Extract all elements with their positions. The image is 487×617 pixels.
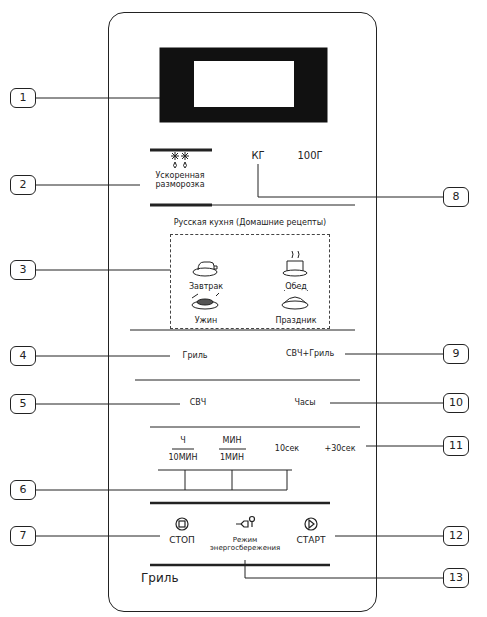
callout-box: 6 [10,480,36,500]
callout-box: 5 [10,394,36,414]
button-label: СВЧ [190,399,207,408]
display-window [193,60,295,108]
callout-number: 8 [453,191,460,203]
callout-number: 1 [20,92,27,104]
separator [130,330,355,331]
callout-number: 12 [449,530,463,542]
breakfast-icon [193,262,217,276]
callout-number: 2 [20,179,27,191]
control-panel: ГрильРусская кухня (Домашние рецепты)Зав… [108,12,377,612]
button-label: Завтрак [189,283,223,292]
button-label: Праздник [275,317,316,326]
callout-box: 4 [10,346,36,366]
button-label: СТАРТ [297,536,326,546]
button-label: Режим энергосбережения [210,537,280,552]
separator [150,502,330,505]
callout-box: 1 [10,88,36,108]
button-label: Обед [285,283,307,292]
separator [212,205,355,206]
callout-number: 5 [20,398,27,410]
separator [150,204,212,207]
callout-number: 3 [20,264,27,276]
separator [150,427,360,428]
callout-box: 10 [443,393,469,413]
callout-number: 9 [453,348,460,360]
bracket [158,470,292,471]
button-label: КГ [251,150,264,161]
callout-box: 3 [10,260,36,280]
stop-icon [176,518,188,530]
eco-icon [236,517,255,528]
callout-number: 6 [20,484,27,496]
button-label: Гриль [183,352,208,361]
start-icon [305,518,317,530]
button-label: 1МИН [220,454,244,463]
button-label: Ч [180,437,185,446]
button-label: Ужин [195,317,218,326]
model-name: Гриль [141,572,178,585]
separator [135,380,360,381]
callout-box: 8 [443,187,469,207]
callout-box: 7 [10,526,36,546]
button-label: Часы [294,399,315,408]
callout-box: 2 [10,175,36,195]
bracket [185,470,186,490]
button-label: СТОП [169,536,195,546]
defrost-icon [171,152,189,168]
bracket [232,470,233,490]
callout-box: 12 [443,526,469,546]
button-label: +30сек [324,445,355,454]
group-heading: Русская кухня (Домашние рецепты) [174,219,326,228]
callout-box: 13 [443,568,469,588]
callout-number: 13 [449,572,463,584]
callout-number: 10 [449,397,463,409]
button-label: 10МИН [168,454,197,463]
recipe-group: Русская кухня (Домашние рецепты)ЗавтракО… [170,234,330,329]
separator [150,564,330,567]
callout-number: 11 [449,440,463,452]
bracket [287,470,288,490]
callout-number: 4 [20,350,27,362]
button-label: СВЧ+Гриль [286,350,334,359]
button-label: Ускоренная разморозка [144,172,216,190]
separator [150,149,212,152]
display [160,48,327,122]
leader-lines [36,98,444,578]
fraction-bar [219,449,246,450]
button-label: 100Г [297,150,322,161]
callout-box: 9 [443,344,469,364]
callout-box: 11 [443,436,469,456]
fraction-bar [172,449,194,450]
button-label: 10сек [275,445,299,454]
callout-number: 7 [20,530,27,542]
dinner-icon [192,293,219,309]
button-label: МИН [223,437,242,446]
lunch-icon [283,251,307,276]
